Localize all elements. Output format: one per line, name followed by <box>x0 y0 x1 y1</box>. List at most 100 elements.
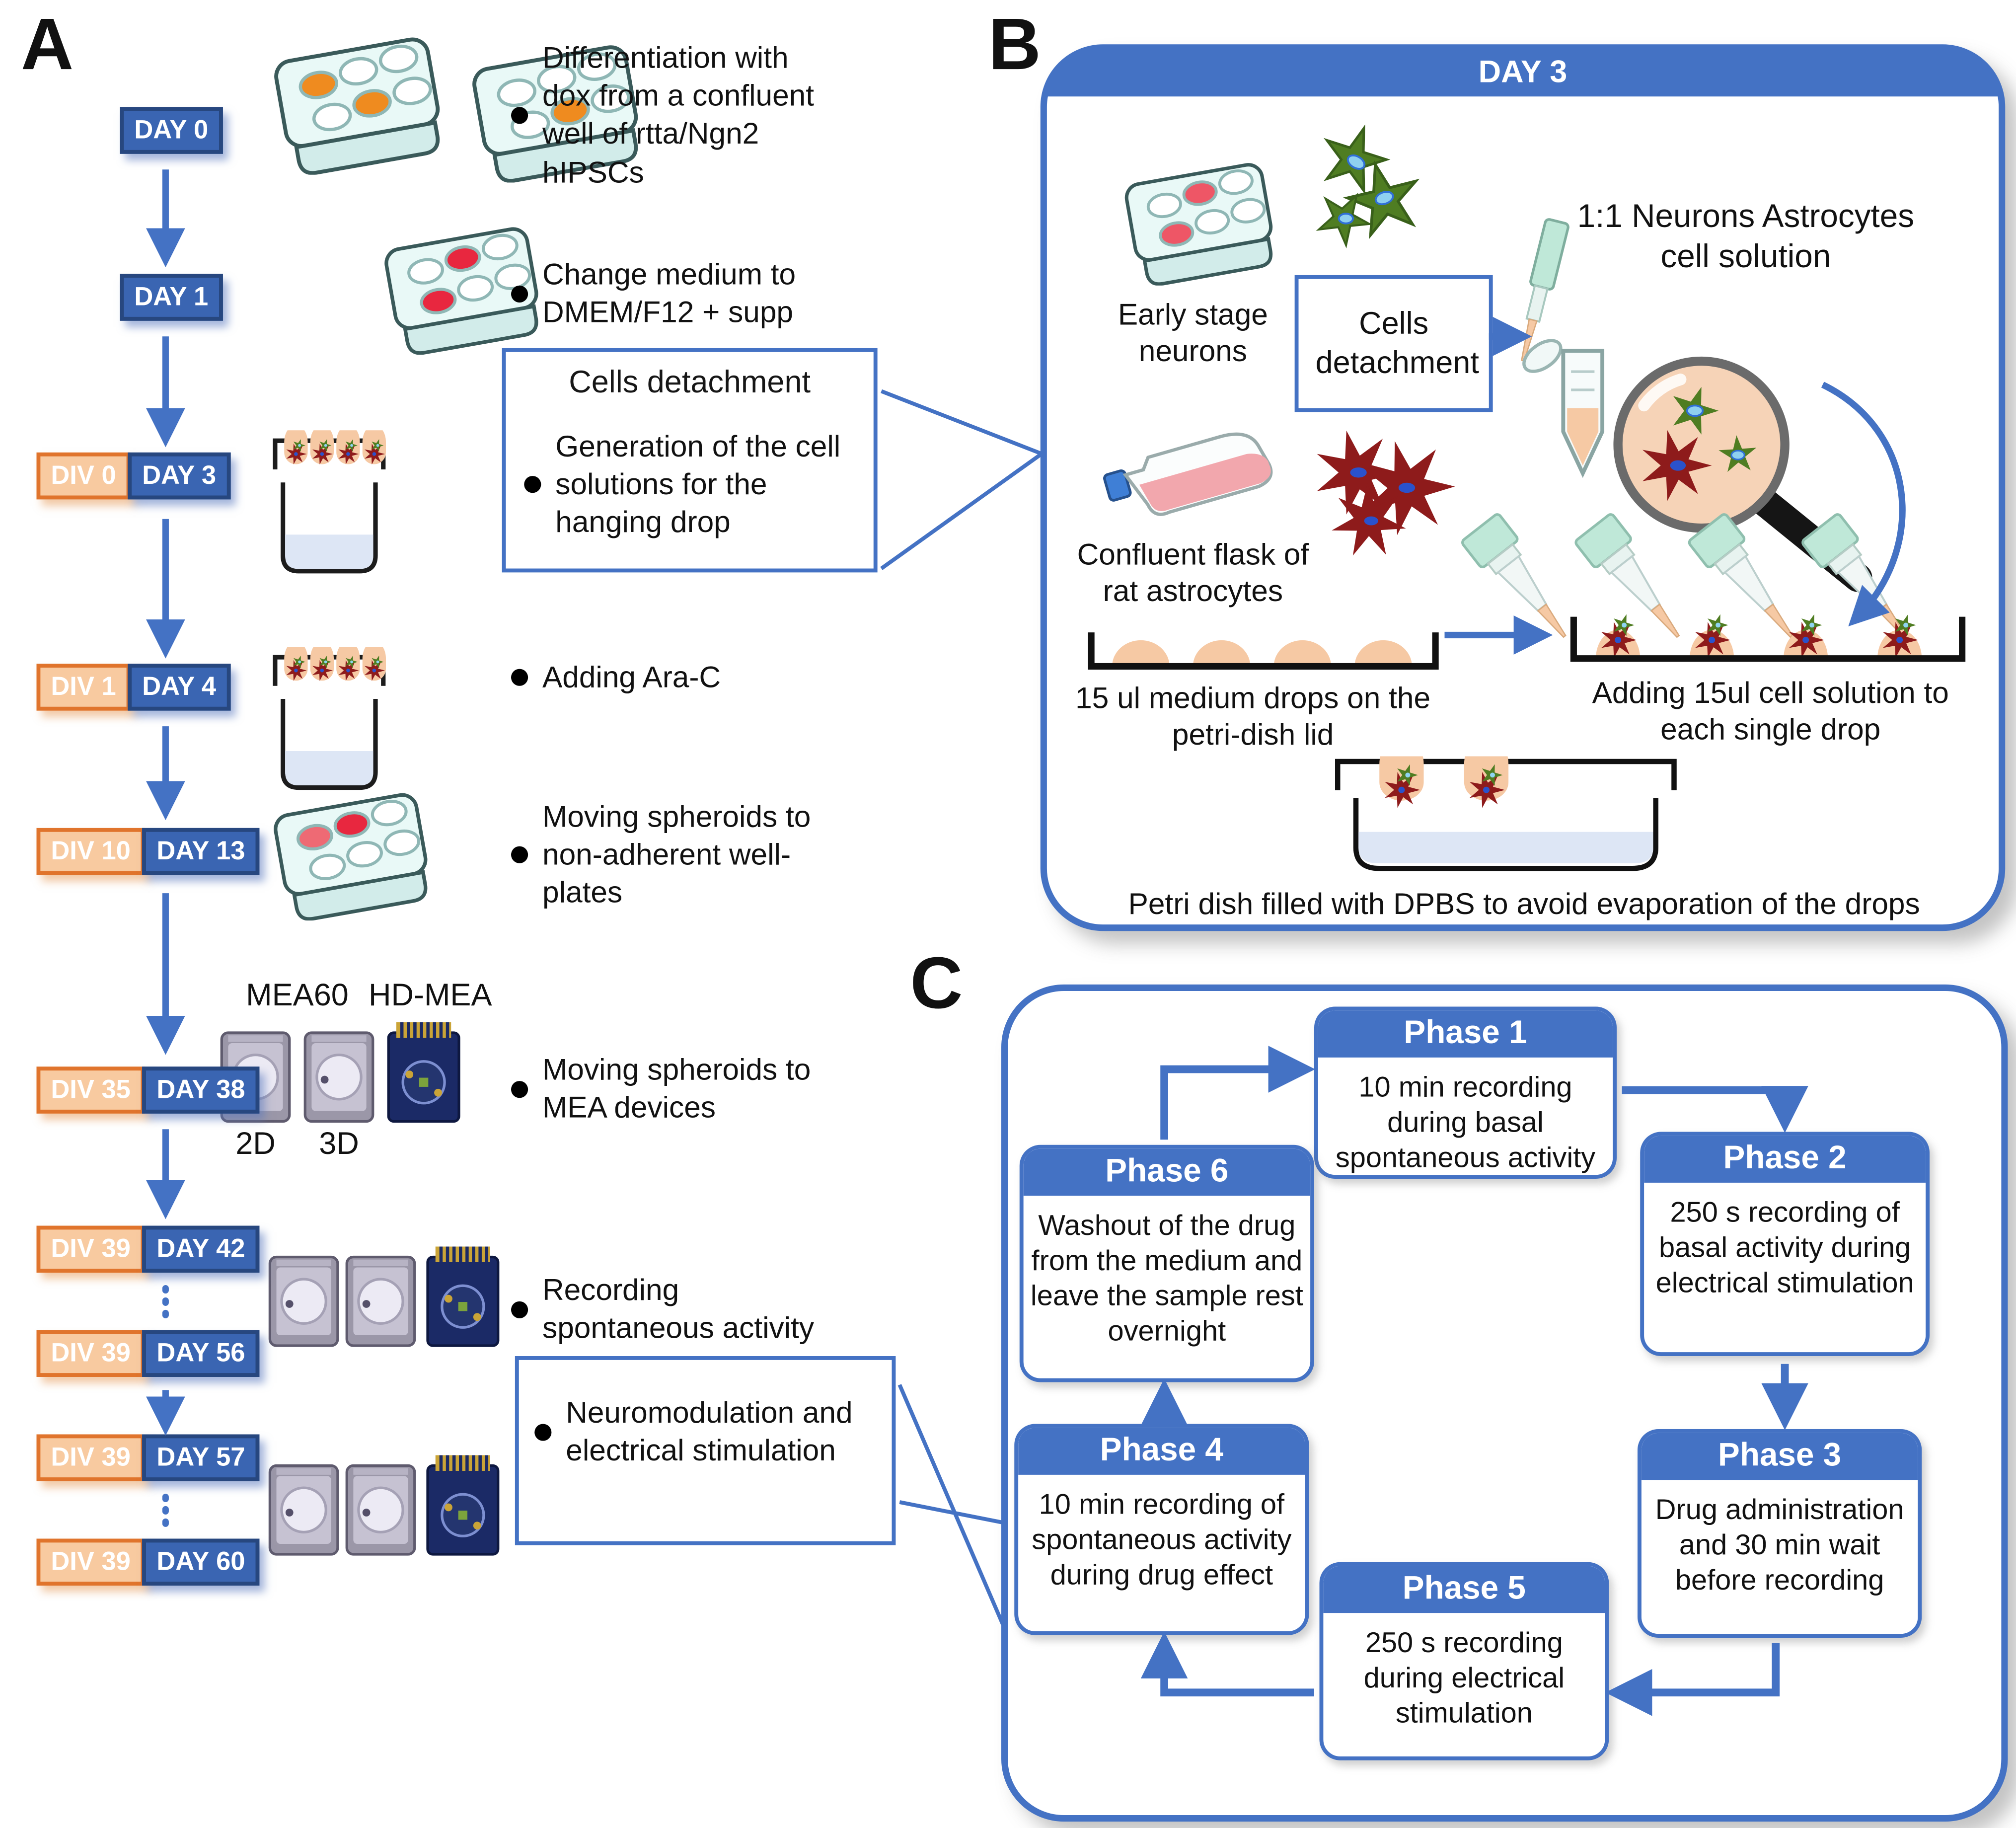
phase-title: Phase 4 <box>1018 1428 1305 1475</box>
connector-boxa-panelb-bottom <box>880 452 1043 570</box>
timeline-badge-day1: DAY 1 <box>120 274 223 321</box>
well-plate-icon <box>261 29 456 175</box>
well-plate-icon <box>1112 155 1288 286</box>
bullet-text: Moving spheroids to MEA devices <box>542 1052 811 1125</box>
flask-icon <box>1097 400 1290 533</box>
ratio-label: 1:1 Neurons Astrocytes cell solution <box>1577 198 1915 275</box>
phase-title: Phase 6 <box>1023 1148 1311 1196</box>
timeline-badge-day3: DIV 0 DAY 3 <box>36 452 230 500</box>
div-badge: DIV 39 <box>36 1225 145 1273</box>
bullet-text: Neuromodulation and electrical stimulati… <box>566 1395 853 1467</box>
phase-text: 10 min recording of spontaneous activity… <box>1032 1488 1292 1591</box>
panel-b: DAY 3 Early stage neurons Cells detachme… <box>1040 44 2006 931</box>
cell-drops-lid-icon <box>1566 596 1970 664</box>
panel-c-label: C <box>910 941 963 1024</box>
bullet-text: Change medium to DMEM/F12 + supp <box>542 257 796 329</box>
timeline-badge-day56: DIV 39 DAY 56 <box>36 1330 260 1377</box>
phase-title: Phase 2 <box>1644 1136 1926 1183</box>
day-badge: DAY 4 <box>128 664 230 711</box>
connector-boxa-panelb-top <box>881 389 1043 456</box>
bullet-recording-spontaneous: Recording spontaneous activity <box>511 1271 861 1347</box>
mea60-chip-icon <box>344 1254 417 1348</box>
phase-title: Phase 3 <box>1641 1433 1918 1480</box>
box-title: Cells detachment <box>569 365 811 400</box>
day-badge: DAY 3 <box>128 452 230 500</box>
dpbs-caption: Petri dish filled with DPBS to avoid eva… <box>1128 887 1920 921</box>
timeline-badge-day42: DIV 39 DAY 42 <box>36 1225 260 1273</box>
bullet-text: Adding Ara-C <box>542 660 721 694</box>
flask-label: Confluent flask of rat astrocytes <box>1077 537 1309 608</box>
timeline-badge-day60: DIV 39 DAY 60 <box>36 1538 260 1586</box>
div-badge: DIV 10 <box>36 828 145 875</box>
timeline-badge-day13: DIV 10 DAY 13 <box>36 828 260 875</box>
timeline-badge-day4: DIV 1 DAY 4 <box>36 664 230 711</box>
early-stage-neurons-label: Early stage neurons <box>1118 297 1268 368</box>
cells-detachment-label: Cells detachment <box>1315 306 1479 381</box>
div-badge: DIV 35 <box>36 1066 145 1114</box>
connector-boxa-panelc-bottom <box>899 1500 1006 1525</box>
panel-a-label: A <box>21 2 74 85</box>
day-badge: DAY 60 <box>142 1538 260 1586</box>
div-badge: DIV 39 <box>36 1538 145 1586</box>
div-badge: DIV 1 <box>36 664 131 711</box>
bullet-generation: Generation of the cell solutions for the… <box>524 428 866 542</box>
bullet-arac: Adding Ara-C <box>511 659 861 697</box>
mea60-chip-icon <box>344 1463 417 1557</box>
phase-2-box: Phase 2 250 s recording of basal activit… <box>1640 1132 1930 1356</box>
bullet-moving-spheroids-mea: Moving spheroids to MEA devices <box>511 1051 861 1127</box>
2d-label: 2D <box>235 1127 276 1162</box>
phase-text: 10 min recording during basal spontaneou… <box>1335 1070 1596 1174</box>
hdmea-label: HD-MEA <box>368 978 492 1013</box>
div-badge: DIV 0 <box>36 452 131 500</box>
bullet-moving-spheroids-plates: Moving spheroids to non-adherent well-pl… <box>511 798 861 913</box>
mea60-chip-icon <box>302 1030 375 1124</box>
bullet-dot <box>511 285 528 303</box>
bullet-text: Generation of the cell solutions for the… <box>555 429 841 539</box>
bullet-dot <box>511 1080 528 1098</box>
medium-drops-label: 15 ul medium drops on the petri-dish lid <box>1075 681 1431 752</box>
phase-6-box: Phase 6 Washout of the drug from the med… <box>1019 1144 1314 1382</box>
hanging-drop-dish-icon <box>267 647 391 797</box>
hdmea-chip-icon <box>425 1452 501 1557</box>
day-badge: DAY 13 <box>142 828 260 875</box>
day-badge: DAY 42 <box>142 1225 260 1273</box>
green-neurons-icon <box>1292 111 1446 265</box>
day-badge: DAY 56 <box>142 1330 260 1377</box>
hdmea-chip-icon <box>425 1244 501 1348</box>
mea60-chip-icon <box>267 1463 340 1557</box>
day-badge: DAY 0 <box>120 107 223 154</box>
hdmea-chip-icon <box>386 1020 461 1124</box>
timeline-badge-day38: DIV 35 DAY 38 <box>36 1066 260 1114</box>
bullet-dot <box>524 476 541 494</box>
timeline-badge-day0: DAY 0 <box>120 107 223 154</box>
bullet-dot <box>511 1300 528 1318</box>
phase-title: Phase 1 <box>1318 1010 1613 1058</box>
bullet-change-medium: Change medium to DMEM/F12 + supp <box>511 256 861 332</box>
red-astrocytes-icon <box>1302 421 1461 562</box>
phase-title: Phase 5 <box>1323 1566 1605 1613</box>
phase-4-box: Phase 4 10 min recording of spontaneous … <box>1014 1424 1309 1635</box>
connector-boxa-panelc-top <box>897 1384 1007 1631</box>
well-plate-icon <box>261 785 444 920</box>
bullet-dot <box>534 1423 552 1441</box>
bullet-text: Recording spontaneous activity <box>542 1273 815 1345</box>
phase-text: 250 s recording during electrical stimul… <box>1363 1626 1565 1729</box>
cells-detachment-box: Cells detachment <box>1294 275 1493 412</box>
mea60-label: MEA60 <box>246 978 349 1013</box>
bullet-dot <box>511 107 528 124</box>
day-badge: DAY 1 <box>120 274 223 321</box>
phase-1-box: Phase 1 10 min recording during basal sp… <box>1314 1006 1617 1179</box>
bullet-text: Moving spheroids to non-adherent well-pl… <box>542 799 811 910</box>
panel-b-label: B <box>988 2 1041 85</box>
phase-5-box: Phase 5 250 s recording during electrica… <box>1319 1562 1609 1760</box>
div-badge: DIV 39 <box>36 1434 145 1481</box>
hanging-drop-dish-icon <box>267 430 391 580</box>
div-badge: DIV 39 <box>36 1330 145 1377</box>
phase-text: Drug administration and 30 min wait befo… <box>1655 1493 1904 1597</box>
timeline-badge-day57: DIV 39 DAY 57 <box>36 1434 260 1481</box>
day-badge: DAY 57 <box>142 1434 260 1481</box>
3d-label: 3D <box>319 1127 359 1162</box>
cell-drops-label: Adding 15ul cell solution to each single… <box>1592 675 1949 746</box>
medium-drops-lid-icon <box>1086 609 1441 672</box>
